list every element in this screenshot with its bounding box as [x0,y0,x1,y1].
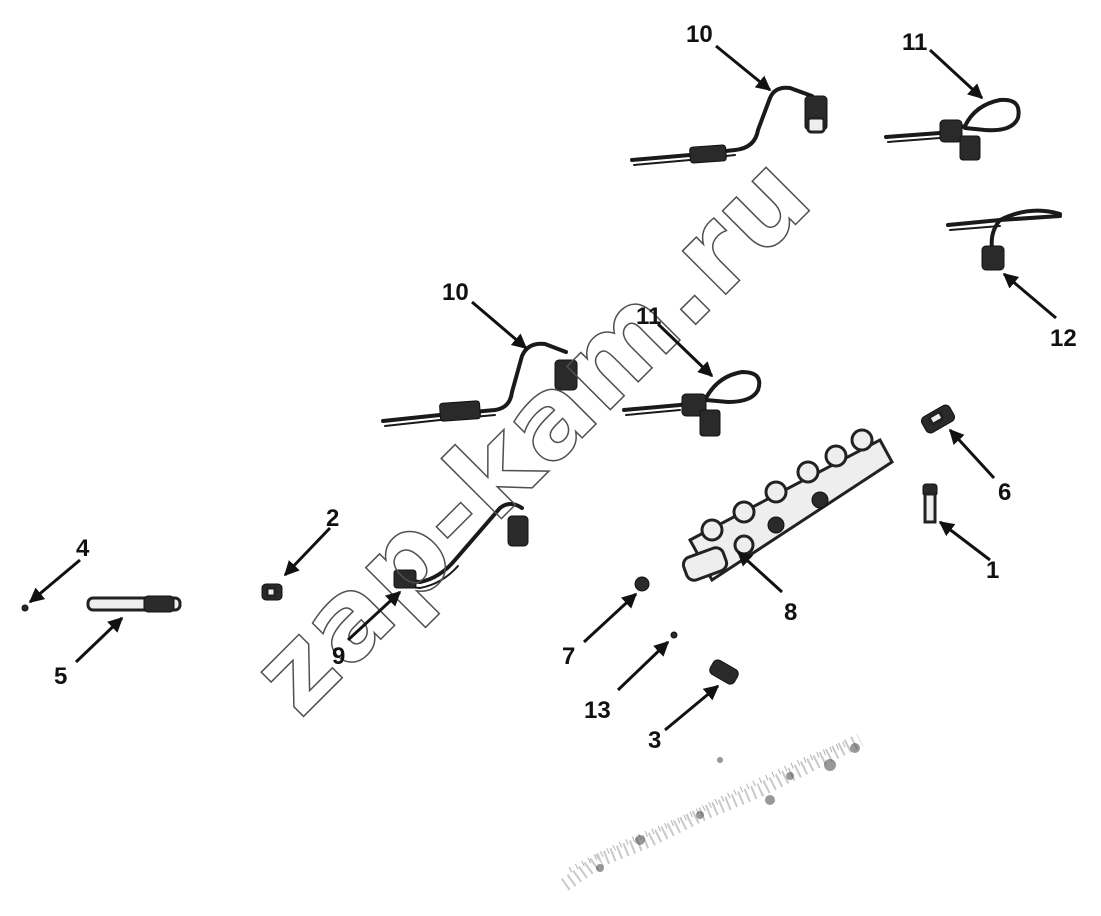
callout-11-lower: 11 [636,303,661,330]
part-12-injection-pipe [946,208,1062,271]
part-8-fuel-rail [681,428,894,583]
callout-labels: 1 2 3 4 5 6 7 8 9 10 10 11 11 12 13 [54,21,1077,754]
leader-4 [28,558,81,604]
callout-13: 13 [584,697,611,724]
callout-1: 1 [986,557,999,584]
leader-5 [74,616,124,664]
faded-background-rail [560,733,864,891]
part-9-injection-pipe [393,502,529,590]
leader-12 [1002,272,1057,320]
leader-6 [948,428,996,480]
leader-11-lower [656,322,714,378]
leader-7 [582,592,638,644]
callout-3: 3 [648,727,661,754]
part-13-ball [670,631,678,639]
part-10-upper-injection-pipe [630,85,828,166]
leader-3 [664,684,720,732]
part-4-small-part [21,604,29,612]
leader-11-upper [928,48,984,100]
part-11-upper-injection-pipe [884,97,1021,161]
callout-6: 6 [998,479,1011,506]
callout-9: 9 [332,643,345,670]
callout-10-upper: 10 [686,21,713,48]
watermark-text: zap-kam.ru [227,130,836,739]
leader-1 [938,520,991,562]
leader-13 [616,640,670,692]
part-10-lower-injection-pipe [381,341,578,427]
callout-12: 12 [1050,325,1077,352]
leader-8 [736,550,784,594]
callout-8: 8 [784,599,797,626]
part-1-bolt [922,483,938,524]
callout-7: 7 [562,643,575,670]
part-6-sensor [920,404,956,434]
leader-10-upper [715,44,772,92]
leader-9 [346,590,402,642]
callout-2: 2 [326,505,339,532]
part-7-washer [634,576,650,592]
part-11-lower-injection-pipe [622,370,762,437]
callout-5: 5 [54,663,67,690]
callout-11-upper: 11 [902,29,927,56]
part-5-stud [86,595,182,613]
leader-2 [283,526,332,577]
callout-10-lower: 10 [442,279,469,306]
watermark: zap-kam.ru [226,129,837,740]
callout-4: 4 [76,535,90,562]
leader-10-lower [471,300,528,350]
part-3-valve [709,659,739,685]
leader-lines [28,44,1057,732]
part-2-nut [261,583,283,601]
